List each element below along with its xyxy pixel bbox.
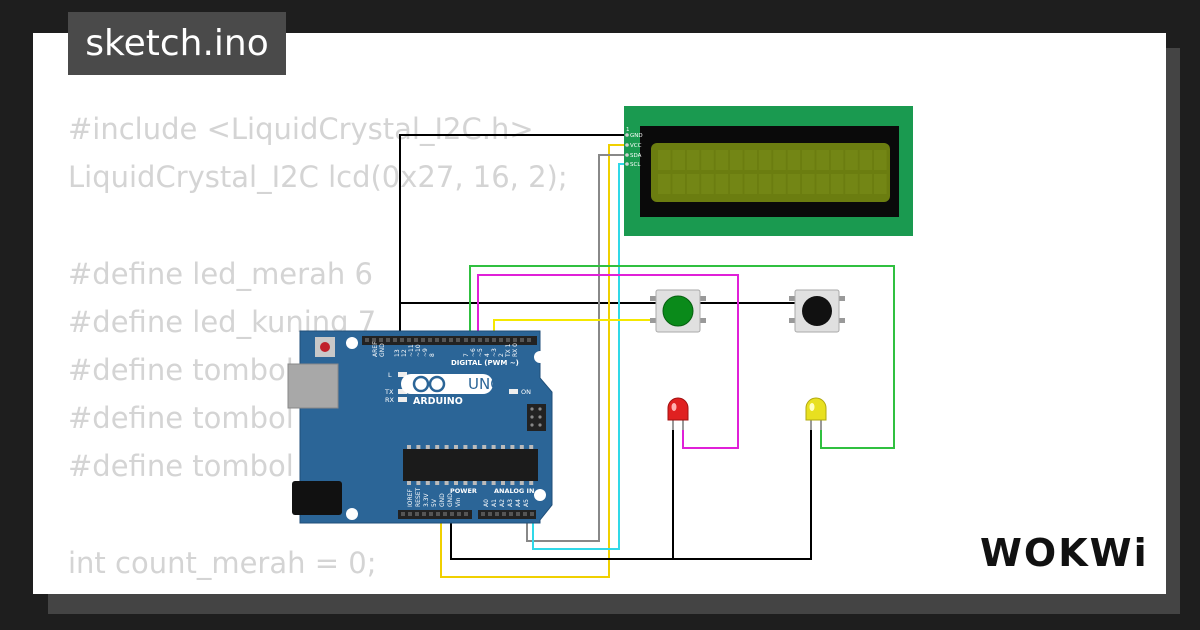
code-line: #define tombol [68,352,294,387]
top-pin-label: ~11 [408,344,415,357]
code-line: int count_kuning = 0; [68,587,568,595]
digital-label: DIGITAL (PWM ~) [451,359,519,367]
bottom-pin-label: RESET [415,487,422,507]
pushbutton-green[interactable] [650,289,706,333]
mount-hole [346,337,358,349]
sketch-title: sketch.ino [68,12,286,75]
bottom-pin-label: A1 [491,499,498,507]
bottom-pin-label: Vin [455,497,462,507]
lcd-pin-1: 1 [626,127,630,133]
microcontroller-chip [403,449,538,481]
icsp-header [527,404,546,431]
top-pin-label: GND [379,343,386,357]
bottom-pin-label: 5V [431,498,438,507]
top-pin-label: TX 1 [505,343,512,358]
bottom-pin-label: A5 [523,499,530,507]
lcd-display[interactable]: 1 GND VCC SDA SCL [624,106,913,236]
lcd-cells [658,150,887,194]
top-pin-label: 7 [463,353,470,357]
arduino-logo: UNO ARDUINO [401,374,502,407]
wire-red-led [477,274,739,449]
top-pin-label: 2 [498,353,505,357]
top-pin-label: 13 [394,349,401,357]
top-pin-label: AREF [372,341,379,357]
lcd-pin-gnd: GND [630,133,643,139]
code-line: #include <LiquidCrystal_I2C.h> [68,112,534,146]
top-pin-label: ~6 [470,348,477,357]
code-line: #define tombol [68,449,294,484]
wire-lcd-sda [526,154,624,542]
pushbutton-black[interactable] [789,289,845,333]
mount-hole [534,489,546,501]
power-jack [292,481,342,515]
top-pin-label: 8 [429,353,436,357]
svg-text:WOKWi: WOKWi [980,531,1149,575]
arduino-label: ARDUINO [413,396,463,407]
wire-yellow-led-gnd [451,428,812,560]
wire-lcd-scl [532,163,624,550]
tx-label: TX [384,388,394,396]
code-line: #define led_merah 6 [68,256,373,291]
lcd-pin-sda: SDA [630,153,642,159]
code-editor: #include <LiquidCrystal_I2C.h> LiquidCrys… [68,105,568,594]
analog-label: ANALOG IN [494,487,534,495]
wires [399,134,895,578]
bottom-pin-label: A4 [515,499,522,507]
bottom-pin-label: GND [447,493,454,507]
usb-port [287,363,339,409]
lcd-pin-vcc: VCC [630,143,642,149]
bottom-pin-label: A0 [483,499,490,507]
code-line: #define tombol [68,401,294,436]
code-line: LiquidCrystal_I2C lcd(0x27, 16, 2); [68,160,568,195]
wire-yellow-led [469,265,895,449]
header-power [398,510,472,519]
code-line: int count_merah = 0; [68,545,377,580]
on-label: ON [521,388,531,396]
wokwi-logo: WOKWi [980,531,1149,575]
top-pin-label: ~9 [422,348,429,357]
led-l-label: L [388,371,392,379]
bottom-pin-label: GND [439,493,446,507]
top-pin-label: ~10 [415,344,422,357]
uno-label: UNO [468,375,502,393]
header-analog [478,510,536,519]
led-yellow[interactable] [805,397,827,430]
mount-hole [534,351,546,363]
bottom-pin-label: IOREF [407,489,414,507]
top-pin-label: RX 0 [512,343,519,357]
top-pin-label: 12 [401,349,408,357]
top-pin-label: ~3 [491,348,498,357]
mount-hole [346,508,358,520]
bottom-pin-label: 3.3V [423,492,430,507]
wire-lcd-gnd [399,134,624,338]
lcd-pin-scl: SCL [630,162,641,168]
wire-lcd-vcc [440,144,624,578]
bottom-pin-label: A3 [507,499,514,507]
rx-label: RX [385,396,395,404]
power-label: POWER [450,487,477,495]
led-red[interactable] [667,397,689,430]
top-pin-label: 4 [484,353,491,357]
top-pin-label: ~5 [477,348,484,357]
bottom-pin-label: A2 [499,499,506,507]
